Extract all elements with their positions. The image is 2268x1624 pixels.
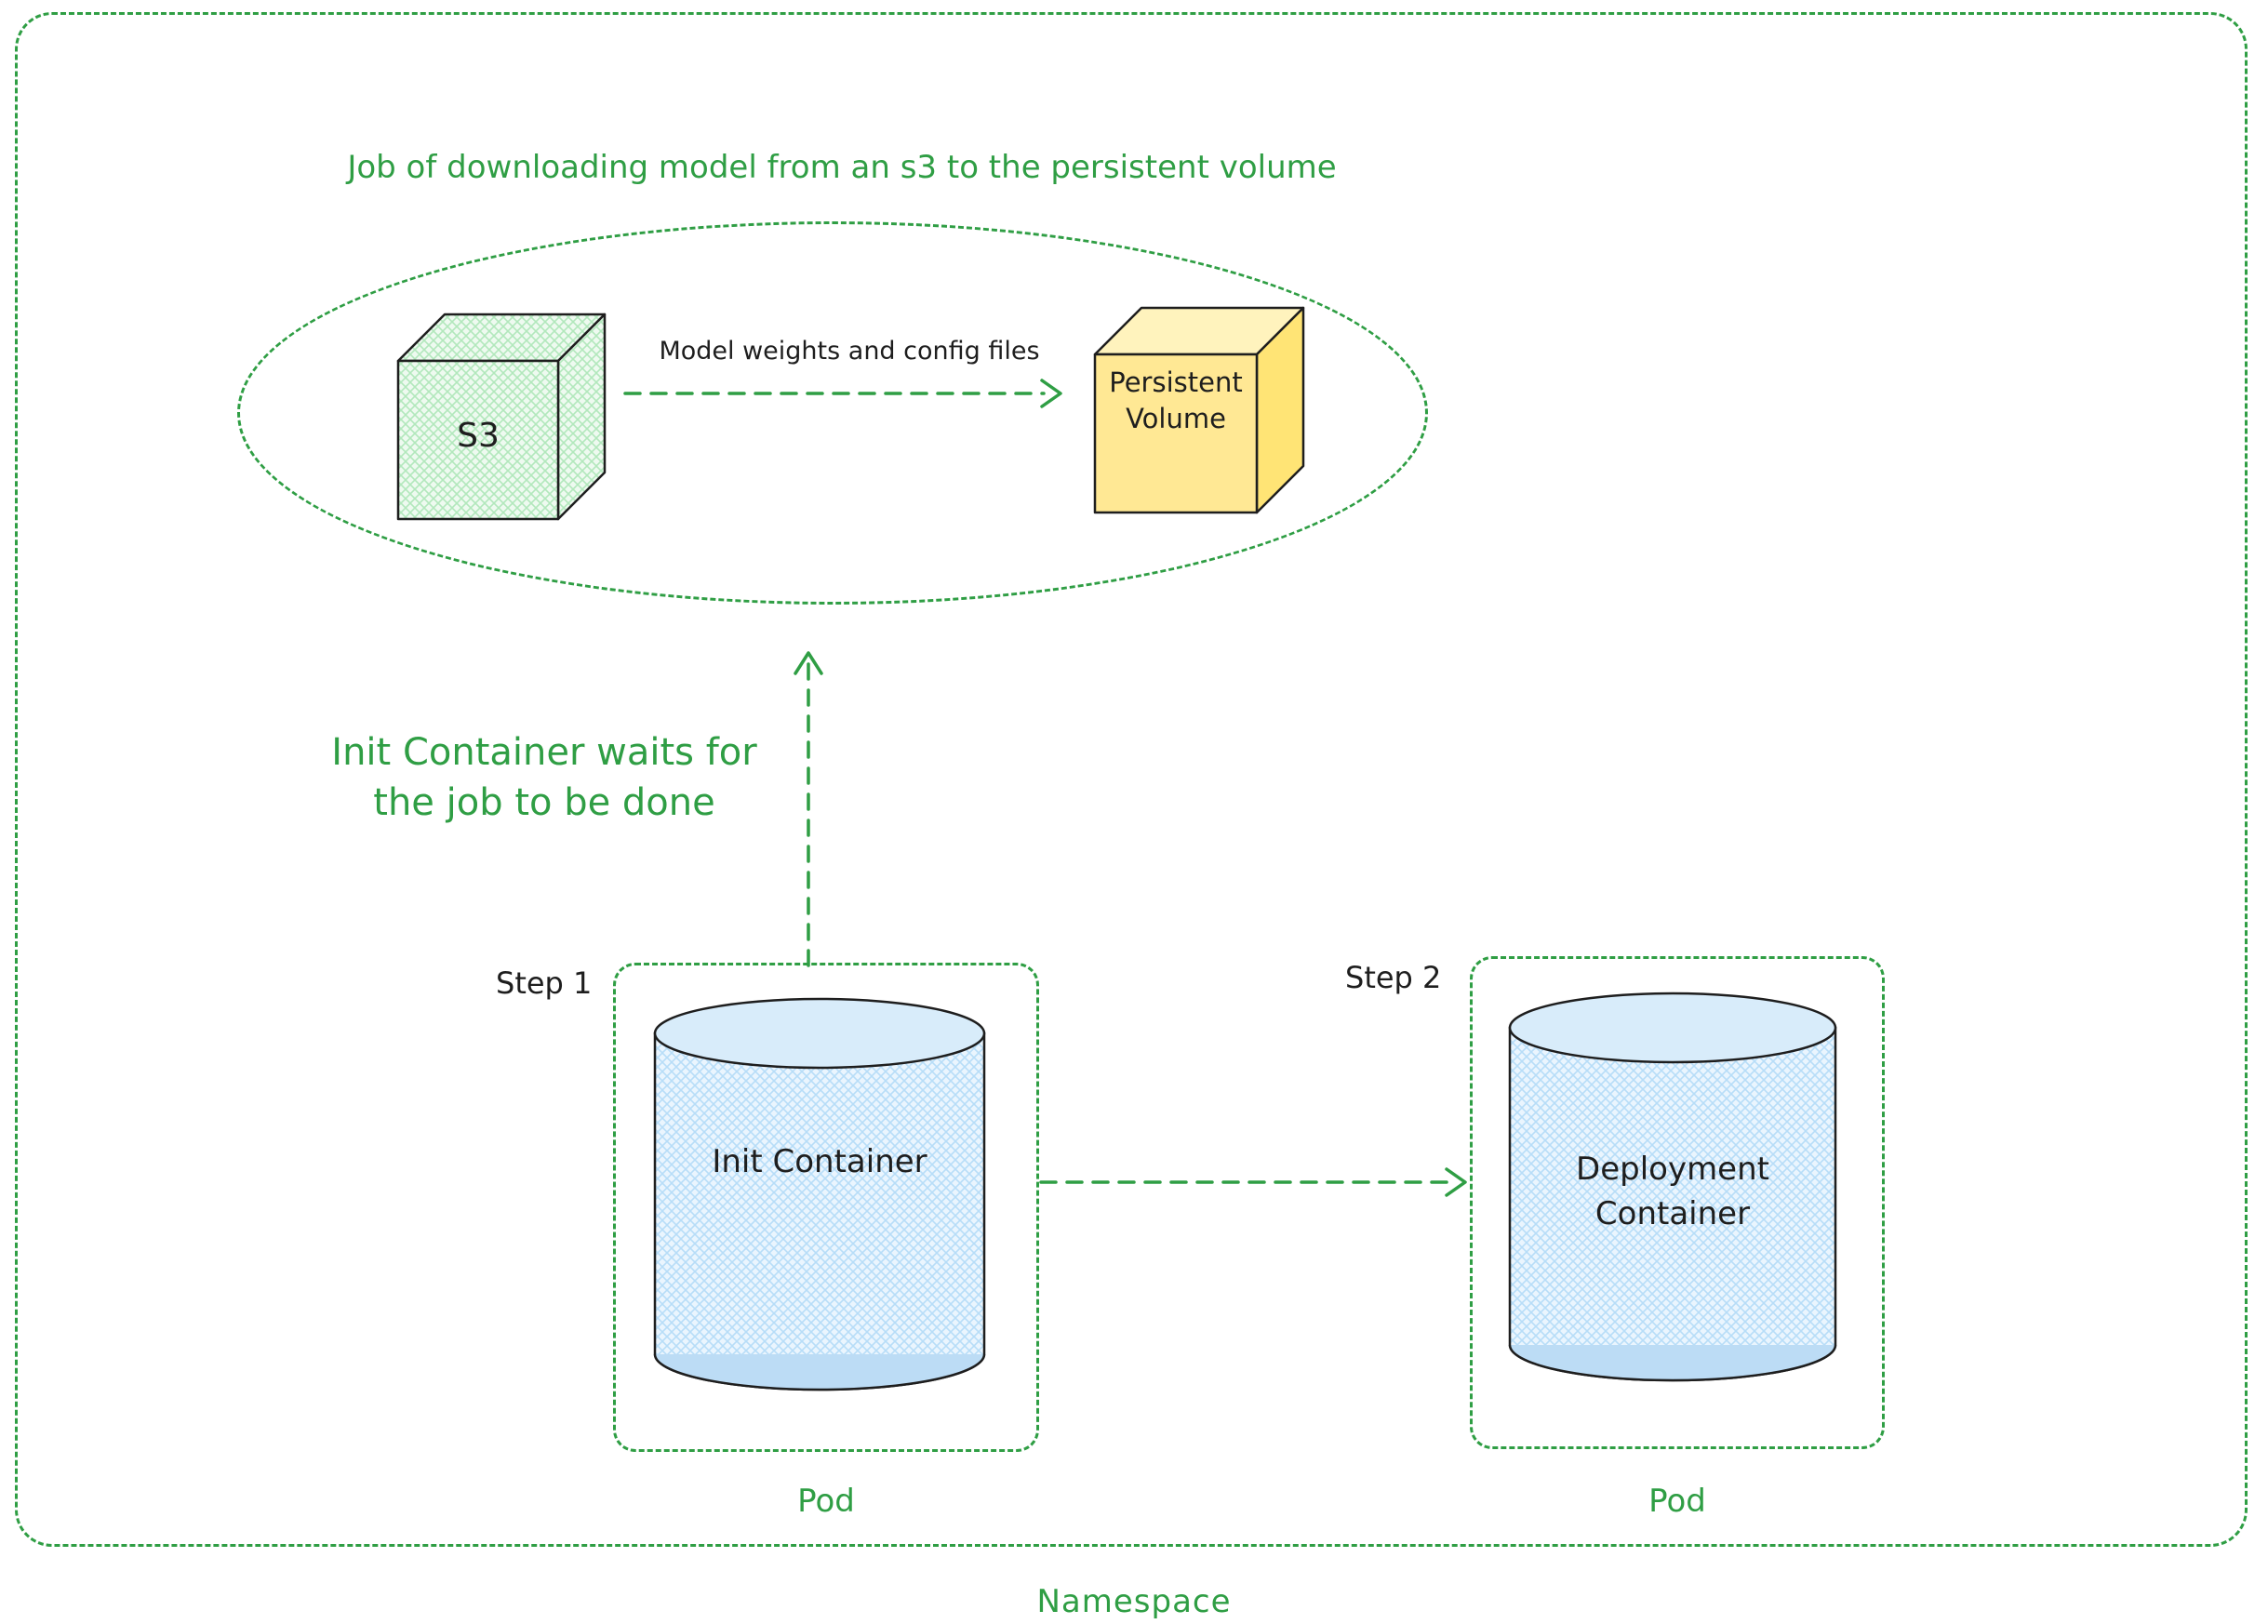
persistent-volume-label: Persistent Volume (1094, 365, 1258, 437)
job-title: Job of downloading model from an s3 to t… (347, 149, 1337, 186)
pods-arrow (1039, 1167, 1467, 1197)
deployment-container-label-line2: Container (1594, 1194, 1751, 1232)
pod1-box (613, 963, 1039, 1452)
namespace-label: Namespace (1036, 1583, 1232, 1620)
wait-note-line1: Init Container waits for (331, 731, 757, 774)
persistent-volume-label-line1: Persistent (1109, 366, 1243, 398)
step1-label: Step 1 (496, 965, 593, 1001)
wait-note-line2: the job to be done (373, 781, 715, 824)
pod2-box (1470, 956, 1885, 1449)
model-transfer-arrow (623, 379, 1062, 408)
s3-label: S3 (457, 417, 500, 455)
pod1-label: Pod (797, 1483, 855, 1520)
init-container-label-line1: Init Container (712, 1143, 927, 1180)
model-transfer-label: Model weights and config files (659, 337, 1040, 366)
s3-cube (396, 313, 607, 521)
persistent-volume-cube (1093, 306, 1305, 514)
init-container-cylinder (653, 997, 986, 1391)
wait-note: Init Container waits for the job to be d… (298, 727, 791, 828)
deployment-container-label-line1: Deployment (1576, 1151, 1769, 1188)
persistent-volume-label-line2: Volume (1126, 403, 1226, 435)
wait-arrow (794, 651, 823, 967)
deployment-container-label: Deployment Container (1508, 1148, 1837, 1236)
init-container-label: Init Container (653, 1140, 986, 1185)
namespace-boundary (15, 12, 2248, 1547)
deployment-container-cylinder (1508, 992, 1837, 1382)
pod2-label: Pod (1648, 1483, 1706, 1520)
job-group-ellipse (237, 221, 1428, 605)
step2-label: Step 2 (1345, 960, 1442, 995)
